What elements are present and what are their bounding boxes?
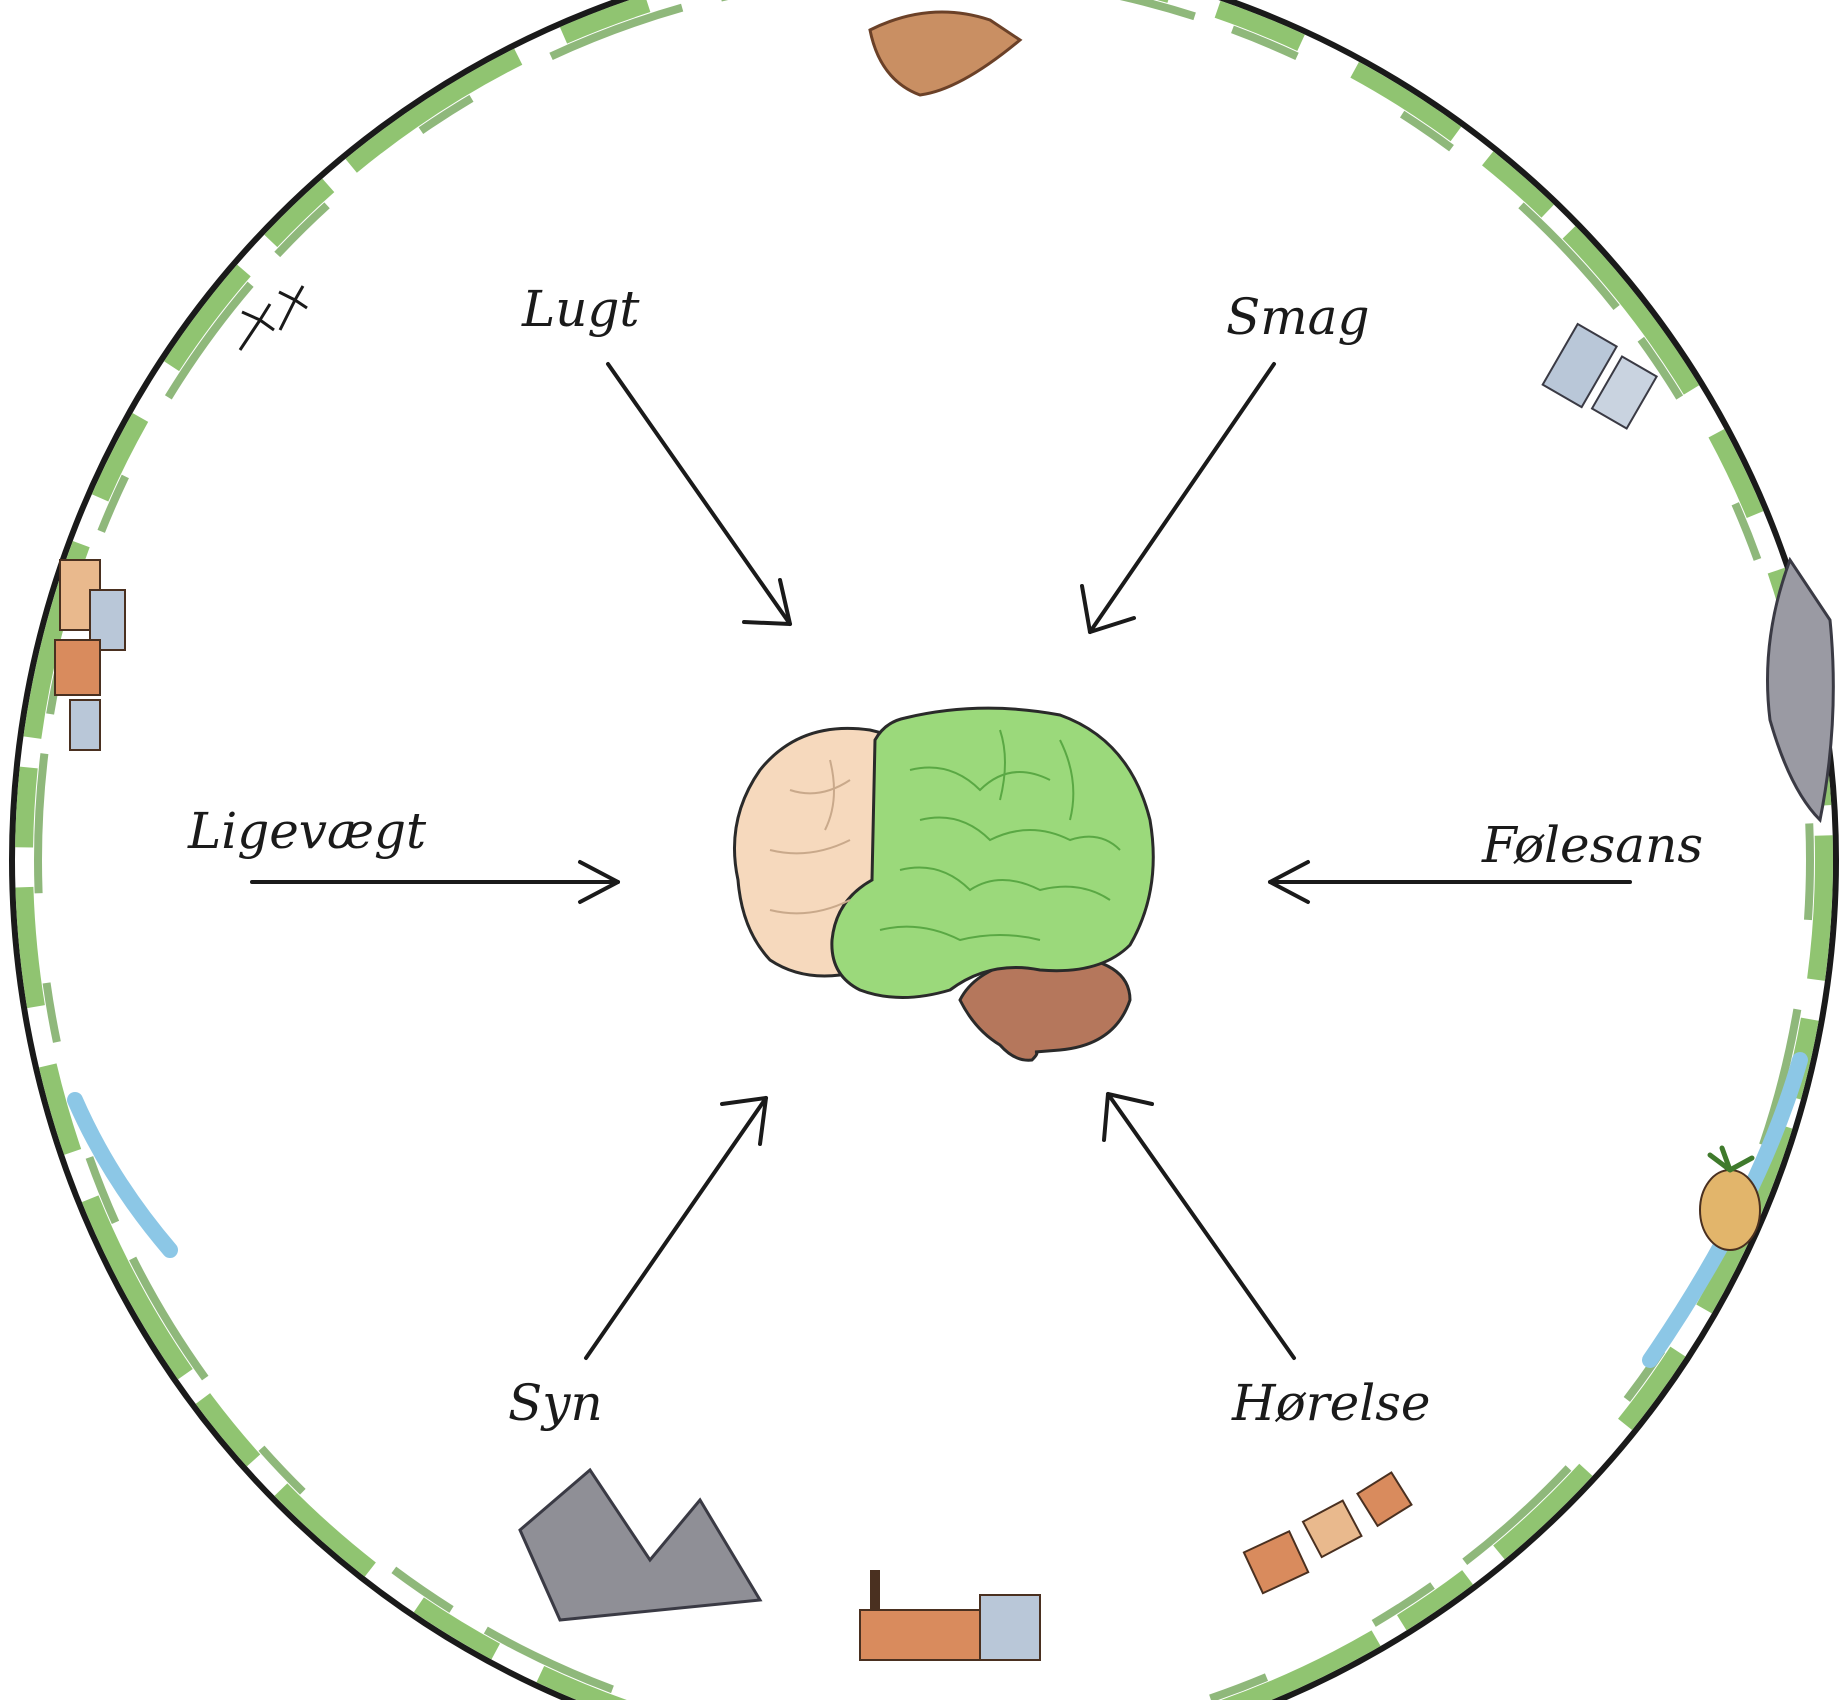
highlighted-lobes bbox=[832, 708, 1153, 997]
label-ligevaegt: Ligevægt bbox=[187, 802, 427, 860]
label-smag: Smag bbox=[1226, 288, 1369, 346]
label-folesans: Følesans bbox=[1481, 816, 1703, 874]
label-syn: Syn bbox=[508, 1374, 603, 1432]
label-horelse: Hørelse bbox=[1231, 1374, 1430, 1432]
label-lugt: Lugt bbox=[521, 280, 640, 338]
